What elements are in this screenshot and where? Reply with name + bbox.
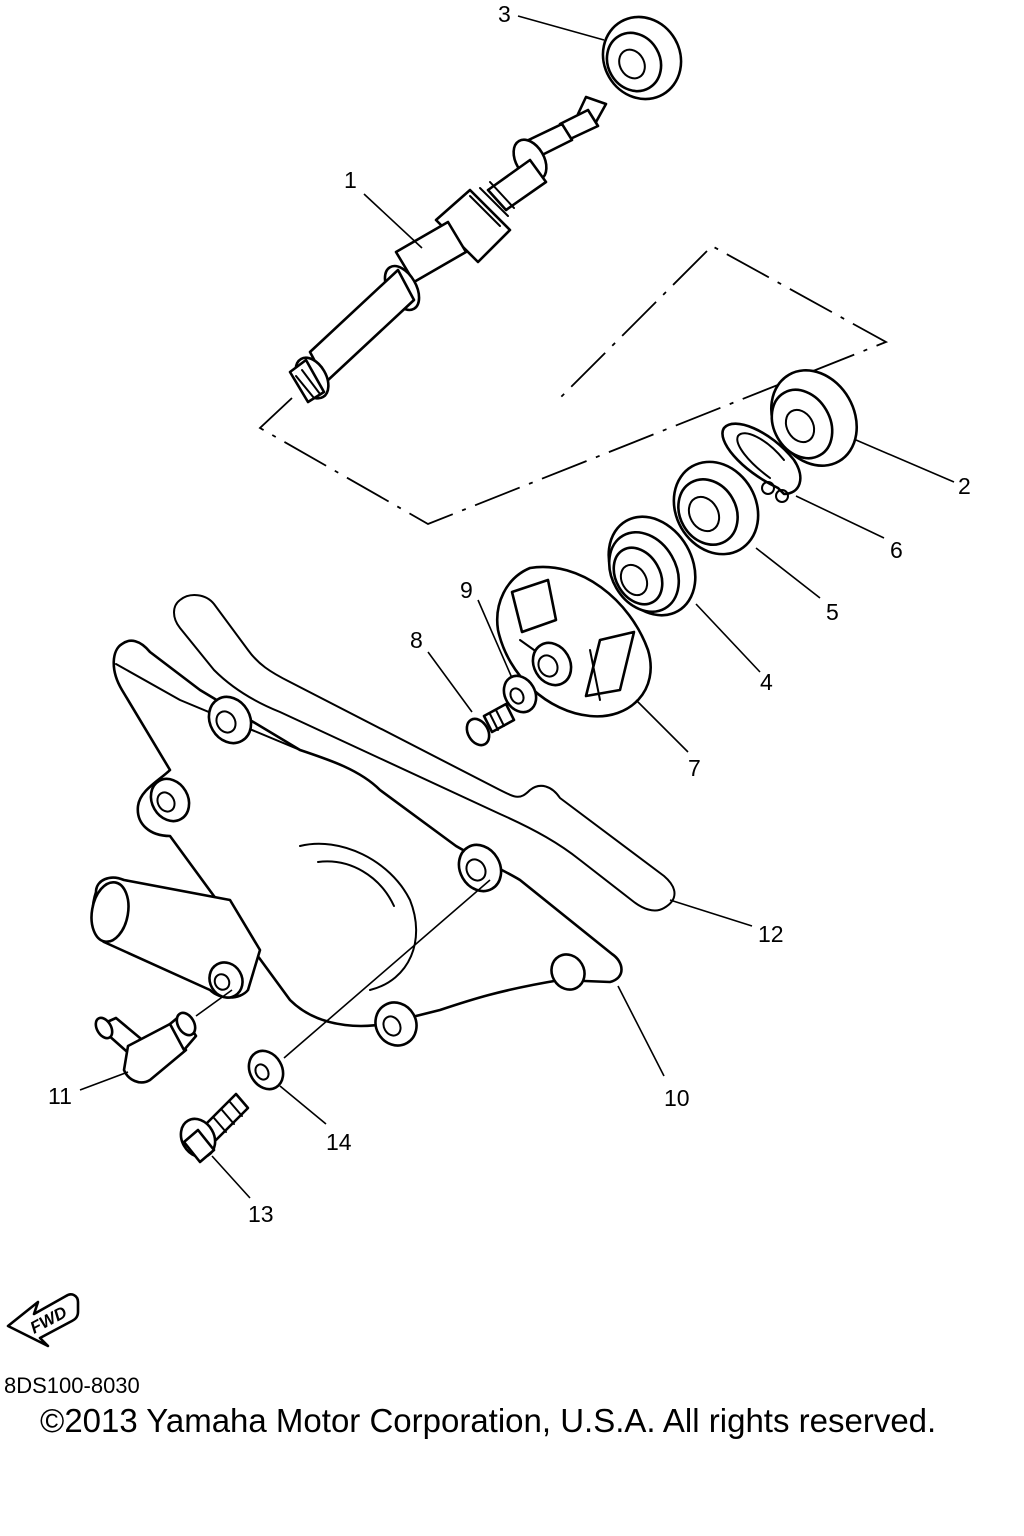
callout-12: 12	[758, 921, 784, 947]
screw-impeller	[465, 702, 516, 747]
gasket-o-ring	[173, 594, 676, 912]
washer-housing	[247, 1049, 285, 1091]
callout-14: 14	[326, 1129, 352, 1155]
impeller-shaft	[288, 95, 608, 404]
oil-seal	[672, 460, 760, 556]
callout-10: 10	[664, 1085, 690, 1111]
bearing-top	[601, 15, 683, 101]
diagram-code: 8DS100-8030	[4, 1373, 140, 1398]
mechanical-seal	[607, 515, 697, 617]
callout-7: 7	[688, 755, 701, 781]
callout-3: 3	[498, 1, 511, 27]
hose-fitting	[94, 1011, 198, 1084]
copyright-notice: ©2013 Yamaha Motor Corporation, U.S.A. A…	[40, 1402, 937, 1439]
leader-lines	[79, 15, 955, 1199]
assembly-guide-lines	[258, 244, 889, 525]
callout-13: 13	[248, 1201, 274, 1227]
callout-8: 8	[410, 627, 423, 653]
callout-5: 5	[826, 599, 839, 625]
washer-impeller	[502, 674, 538, 714]
water-pump-housing	[90, 639, 623, 1047]
circlip	[721, 422, 802, 503]
bearing	[769, 369, 859, 467]
callout-4: 4	[760, 669, 773, 695]
callout-2: 2	[958, 473, 971, 499]
callout-labels: 1 2 3 4 5 6 7 8 9 10 11 12 13 14	[48, 1, 971, 1227]
forward-arrow-icon: FWD	[6, 1293, 80, 1348]
callout-11: 11	[48, 1083, 72, 1109]
callout-6: 6	[890, 537, 903, 563]
impeller	[495, 565, 652, 718]
flange-bolt	[179, 1092, 250, 1164]
callout-1: 1	[344, 167, 357, 193]
callout-9: 9	[460, 577, 473, 603]
